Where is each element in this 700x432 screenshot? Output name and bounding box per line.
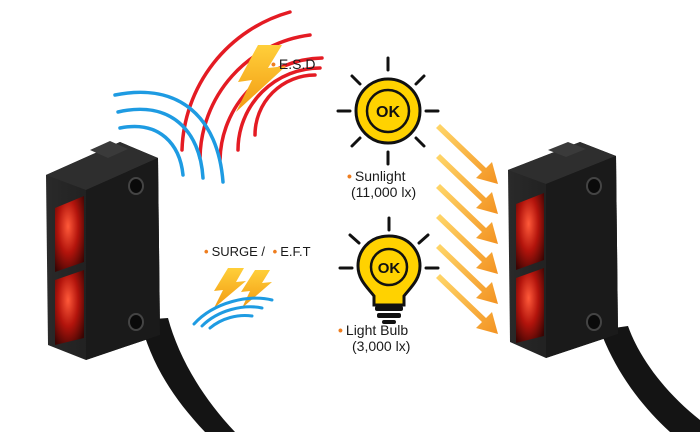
signal-wave-1	[118, 124, 185, 177]
bullet-dot: •	[204, 244, 209, 259]
esd-label: •E.S.D	[271, 56, 315, 72]
right-photoelectric-sensor	[508, 142, 700, 432]
bullet-dot: •	[272, 244, 278, 259]
sun-icon: OK	[336, 56, 440, 166]
light-bulb-lux-text: (3,000 lx)	[352, 338, 411, 354]
arrow-icon	[436, 154, 498, 214]
left-sensor-receiver-lens	[55, 270, 84, 345]
light-bulb-icon: OK	[338, 216, 440, 324]
right-sensor-receiver-lens	[516, 268, 544, 343]
sunlight-label: •Sunlight (11,000 lx)	[347, 168, 416, 200]
esd-wave-5	[180, 10, 292, 152]
surge-label-text: SURGE /	[211, 244, 266, 259]
surge-wave-1	[208, 314, 254, 330]
surge-wave-2	[200, 305, 264, 328]
light-bulb-label: •Light Bulb (3,000 lx)	[338, 322, 410, 354]
left-photoelectric-sensor	[46, 141, 235, 432]
surge-wave-3	[192, 296, 274, 326]
surge-waves	[192, 296, 274, 330]
right-sensor-emitter-lens	[516, 193, 544, 270]
bullet-dot: •	[338, 322, 343, 338]
left-sensor-cable	[140, 318, 235, 432]
signal-wave-3	[113, 90, 225, 184]
esd-wave-1	[253, 73, 317, 137]
arrow-icon	[436, 244, 498, 304]
bulb-ok-badge: OK	[378, 260, 401, 277]
bullet-dot: •	[271, 56, 276, 72]
esd-wave-4	[198, 33, 312, 160]
light-bulb-label-text: Light Bulb	[345, 322, 409, 338]
esd-lightning-bolt-icon	[236, 45, 286, 112]
esd-wave-2	[236, 66, 322, 152]
surge-lightning-bolt-icon	[214, 268, 246, 308]
esd-label-text: E.S.D	[278, 56, 316, 72]
arrow-icon	[436, 274, 498, 334]
arrow-icon	[436, 184, 498, 244]
sunlight-label-text: Sunlight	[354, 168, 406, 184]
light-arrows	[436, 124, 498, 334]
arrow-icon	[436, 124, 498, 184]
sunlight-lux-text: (11,000 lx)	[351, 184, 417, 200]
bullet-dot: •	[347, 168, 352, 184]
surge-eft-label: •SURGE / •E.F.T	[204, 244, 311, 260]
sun-ok-badge: OK	[376, 104, 400, 121]
eft-lightning-bolt-icon	[241, 270, 272, 308]
arrow-icon	[436, 214, 498, 274]
signal-wave-2	[116, 107, 205, 180]
eft-label-text: E.F.T	[280, 244, 311, 259]
signal-waves-top	[113, 90, 225, 184]
right-sensor-cable	[600, 326, 700, 432]
left-sensor-emitter-lens	[55, 196, 84, 272]
